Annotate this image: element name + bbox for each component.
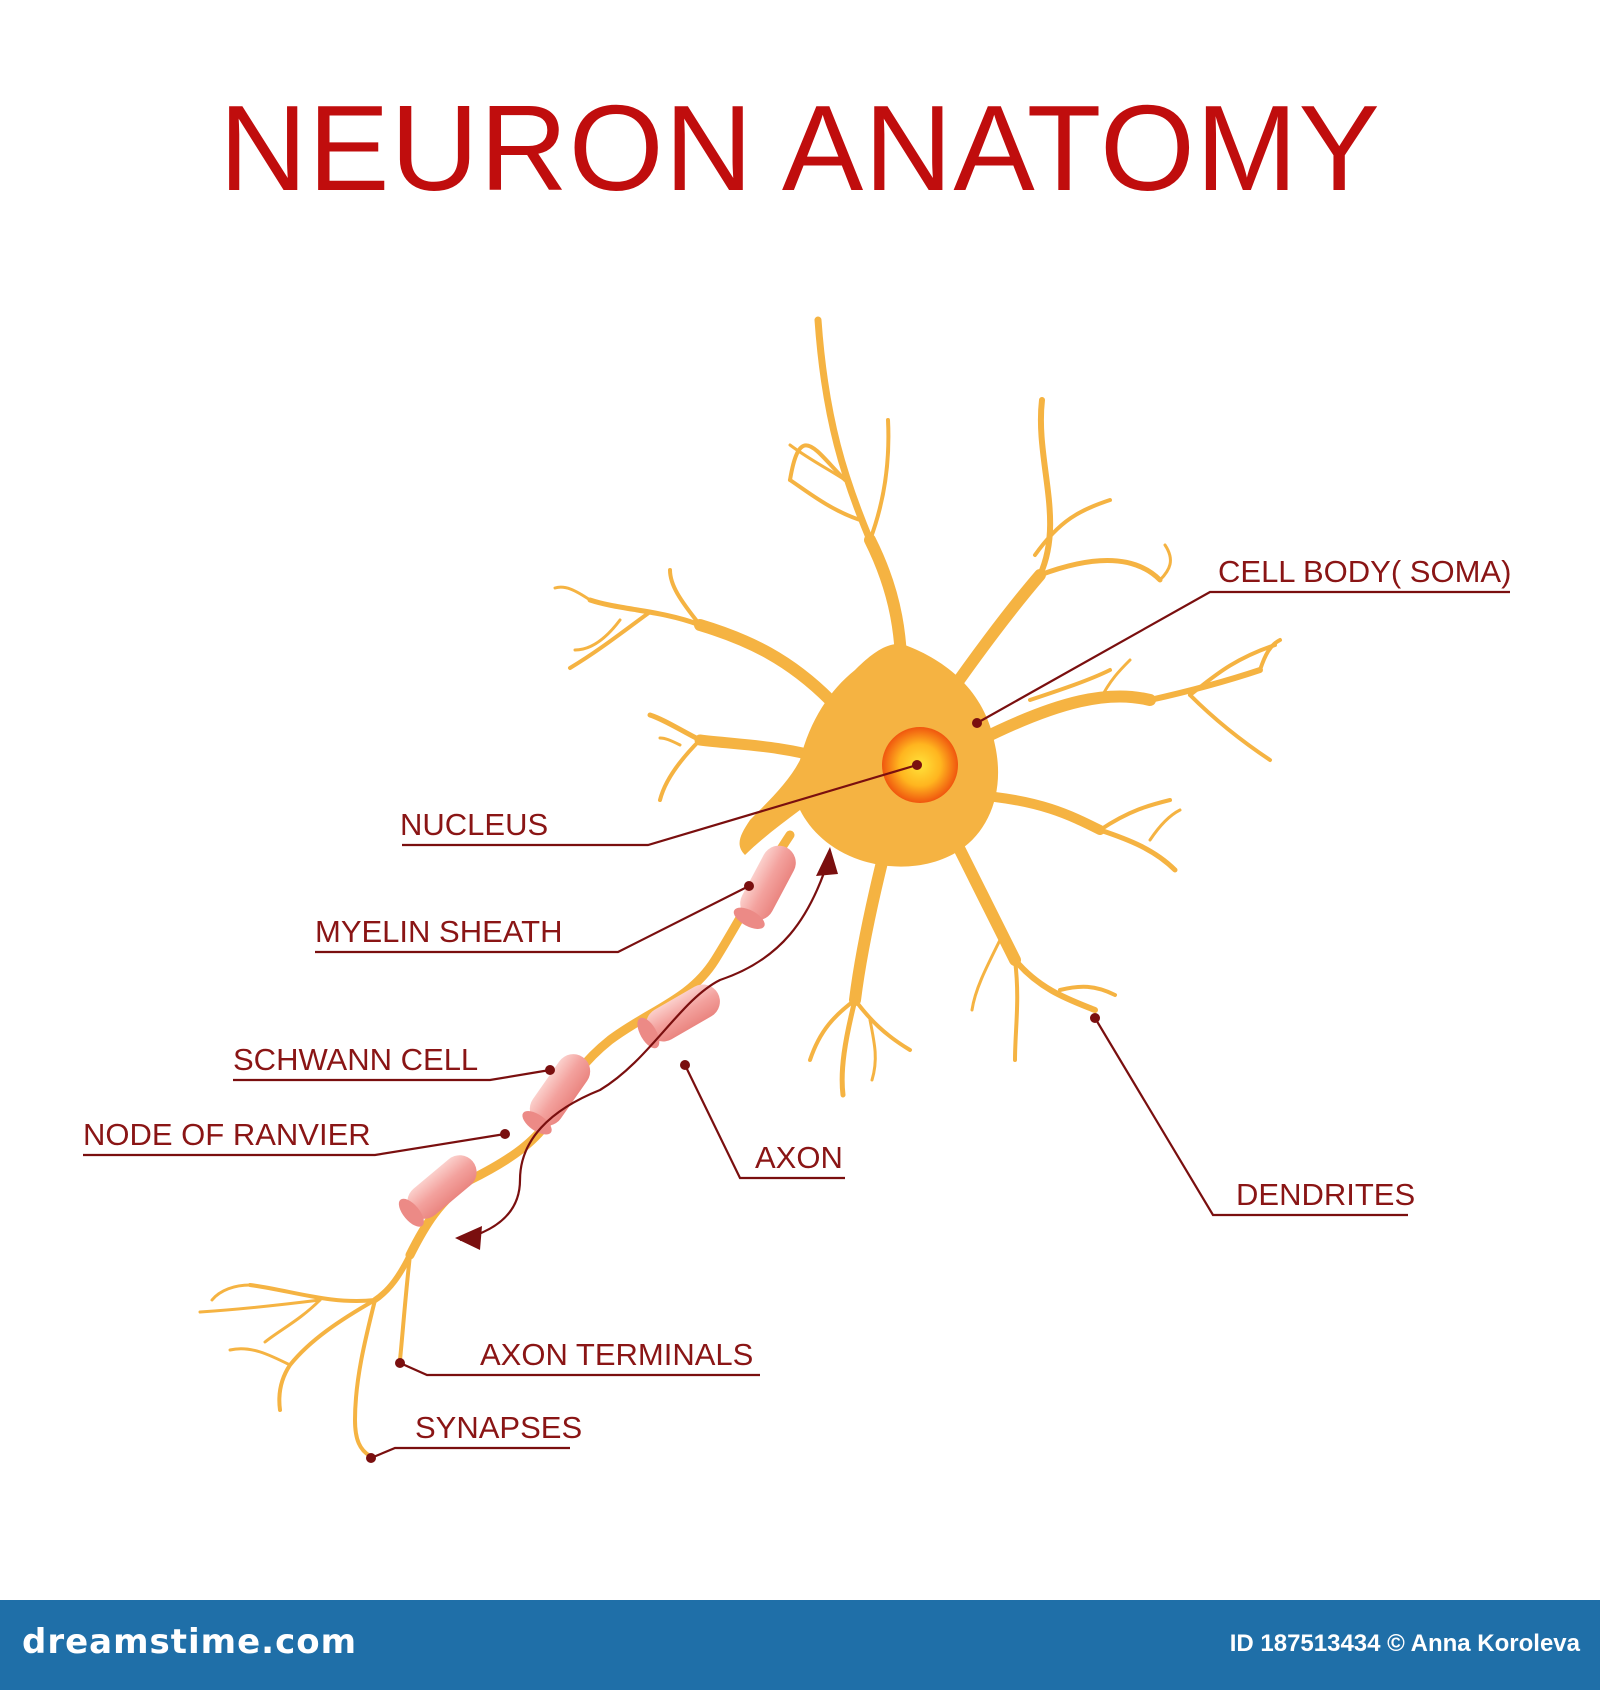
axon-terminals-group xyxy=(198,1252,413,1458)
cell-body-shape xyxy=(739,644,999,867)
arrowhead-bottom xyxy=(455,1226,482,1250)
label-cell-body: CELL BODY( SOMA) xyxy=(1218,554,1511,589)
footer-site-logo[interactable]: dreamstime.com xyxy=(22,1622,358,1662)
label-schwann-cell: SCHWANN CELL xyxy=(233,1042,478,1077)
label-node-of-ranvier: NODE OF RANVIER xyxy=(83,1117,371,1152)
page-title: NEURON ANATOMY xyxy=(219,80,1381,216)
label-axon: AXON xyxy=(755,1140,843,1175)
label-myelin-sheath: MYELIN SHEATH xyxy=(315,914,562,949)
label-dendrites: DENDRITES xyxy=(1236,1177,1415,1212)
label-synapses: SYNAPSES xyxy=(415,1410,582,1445)
label-nucleus: NUCLEUS xyxy=(400,807,548,842)
dendrites-group xyxy=(553,316,1282,1098)
footer-bar: dreamstime.com ID 187513434 © Anna Korol… xyxy=(0,1600,1600,1690)
neuron-diagram: CELL BODY( SOMA) NUCLEUS MYELIN SHEATH S… xyxy=(83,316,1511,1463)
arrowhead-top xyxy=(816,847,838,876)
myelin-sheath-group xyxy=(398,845,796,1227)
footer-credit: ID 187513434 © Anna Koroleva xyxy=(1229,1630,1580,1657)
label-axon-terminals: AXON TERMINALS xyxy=(480,1337,753,1372)
